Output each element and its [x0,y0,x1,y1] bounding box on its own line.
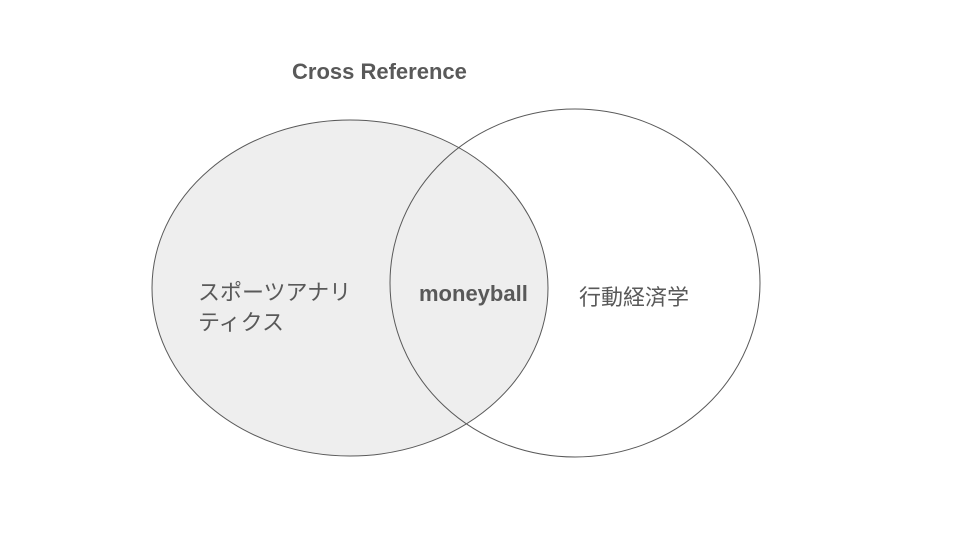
left-set-ellipse [151,119,549,457]
right-set-ellipse [389,108,761,458]
diagram-title: Cross Reference [292,59,467,84]
intersection-label: moneyball [419,281,528,306]
right-set-label: 行動経済学 [579,286,690,311]
left-set-label: スポーツアナリティクス [198,281,352,336]
